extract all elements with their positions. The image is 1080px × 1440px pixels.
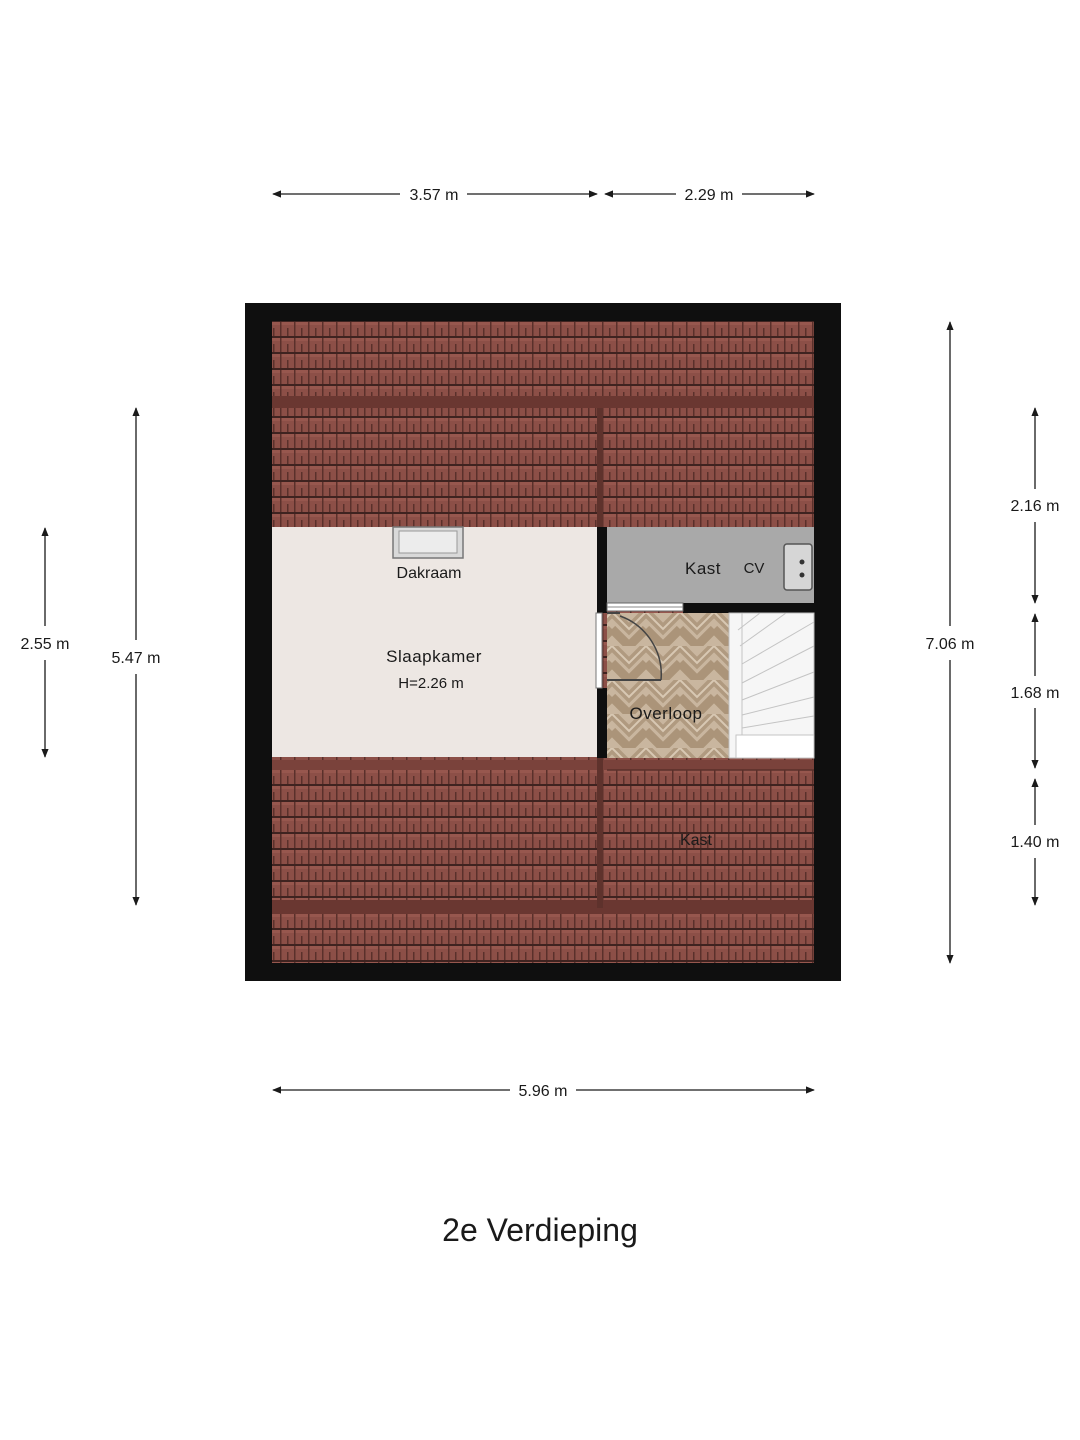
dim-right-bottom: 1.40 m: [1011, 778, 1060, 906]
svg-text:1.68 m: 1.68 m: [1011, 685, 1060, 702]
bedroom-label: Slaapkamer: [386, 647, 482, 666]
dim-right-mid: 1.68 m: [1011, 613, 1060, 769]
skylight-pane: [398, 530, 458, 554]
closet-top-floor: [607, 527, 814, 603]
boiler-unit: [783, 543, 813, 591]
bedroom-height: H=2.26 m: [398, 675, 463, 692]
dim-right-total: 7.06 m: [926, 321, 975, 964]
svg-text:3.57 m: 3.57 m: [410, 187, 459, 204]
boiler-knob: [799, 559, 805, 565]
svg-text:2.16 m: 2.16 m: [1011, 498, 1060, 515]
svg-text:1.40 m: 1.40 m: [1011, 834, 1060, 851]
dim-left-outer: 2.55 m: [21, 527, 70, 758]
bedroom-floor: [272, 527, 597, 757]
skylight-label: Dakraam: [397, 565, 462, 582]
boiler-knob: [799, 572, 805, 578]
boiler-label: CV: [744, 560, 765, 577]
roof-band: [272, 760, 814, 770]
door-swing: [595, 612, 662, 689]
svg-text:2.55 m: 2.55 m: [21, 636, 70, 653]
interior-wall: [597, 527, 607, 613]
dim-top-right: 2.29 m: [604, 187, 815, 204]
dim-bottom: 5.96 m: [272, 1083, 815, 1100]
svg-text:5.47 m: 5.47 m: [112, 650, 161, 667]
dim-top-left: 3.57 m: [272, 187, 598, 204]
closet-top-label: Kast: [685, 559, 721, 578]
roof-band: [272, 900, 814, 914]
roof-band: [272, 396, 814, 408]
interior-wall: [683, 603, 814, 613]
interior-wall: [597, 688, 607, 758]
dim-right-top: 2.16 m: [1011, 407, 1060, 604]
svg-text:5.96 m: 5.96 m: [519, 1083, 568, 1100]
staircase: [728, 612, 815, 759]
closet-bottom-label: Kast: [680, 832, 713, 849]
landing-floor: [607, 613, 729, 758]
landing-label: Overloop: [630, 704, 703, 723]
floor-title: 2e Verdieping: [442, 1212, 638, 1248]
dim-left-inner: 5.47 m: [112, 407, 161, 906]
svg-text:7.06 m: 7.06 m: [926, 636, 975, 653]
svg-text:2.29 m: 2.29 m: [685, 187, 734, 204]
